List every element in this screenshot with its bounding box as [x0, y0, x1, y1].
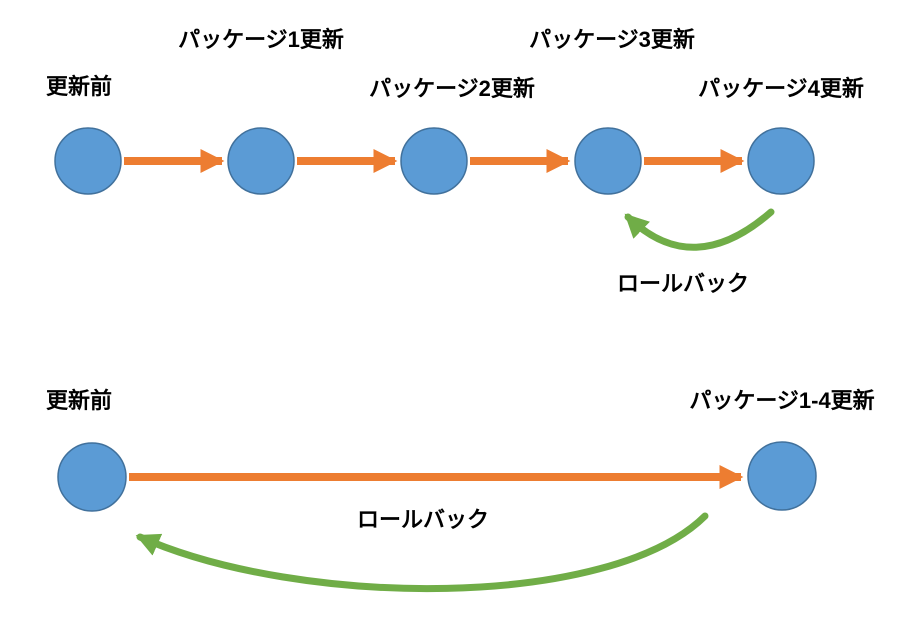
state-node-pkg3 — [574, 127, 642, 195]
label-package3-update: パッケージ3更新 — [529, 27, 695, 52]
label-before-update-bottom: 更新前 — [46, 388, 113, 413]
label-package4-update: パッケージ4更新 — [698, 76, 864, 101]
rollback-arrow-batch — [135, 512, 709, 593]
rollback-arrow-step — [624, 208, 775, 251]
label-package1-update: パッケージ1更新 — [178, 27, 344, 52]
batch-update-timeline — [57, 441, 817, 593]
stepwise-update-timeline — [54, 127, 815, 251]
state-node-pkg4 — [747, 127, 815, 195]
state-node-pkg1 — [227, 127, 295, 195]
state-node-before — [54, 127, 122, 195]
label-rollback-bottom: ロールバック — [357, 507, 490, 532]
label-package2-update: パッケージ2更新 — [369, 76, 535, 101]
batch-node-after — [747, 441, 817, 511]
label-before-update-top: 更新前 — [46, 74, 113, 99]
label-package1-4-update: パッケージ1-4更新 — [689, 388, 875, 413]
label-rollback-top: ロールバック — [617, 271, 750, 296]
state-node-pkg2 — [400, 127, 468, 195]
batch-node-before — [57, 442, 127, 512]
